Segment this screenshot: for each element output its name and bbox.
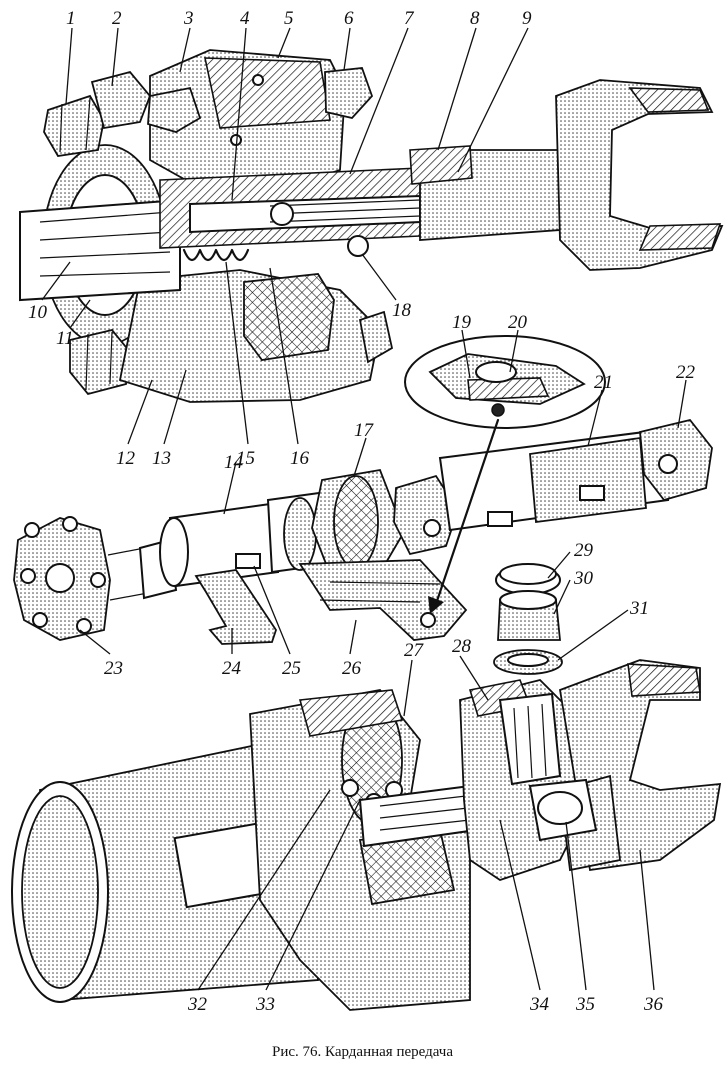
callout-1: 1	[66, 8, 76, 29]
bolt-12	[69, 328, 131, 396]
seal-8	[409, 145, 473, 185]
elastic-coupling	[13, 516, 111, 641]
callout-22: 22	[676, 362, 696, 383]
clamp	[204, 57, 331, 129]
callout-14: 14	[224, 452, 244, 473]
callout-9: 9	[522, 8, 532, 29]
callout-labels: 1 2 3 4 5 6 7 8 9 10 11 12 13 14 15 16 1…	[28, 8, 696, 1015]
callout-29: 29	[574, 540, 594, 561]
bolt-1	[43, 94, 105, 157]
callout-6: 6	[344, 8, 354, 29]
callout-30: 30	[573, 568, 594, 589]
callout-12: 12	[116, 448, 136, 469]
callout-28: 28	[452, 636, 472, 657]
nut-6	[324, 67, 374, 119]
callout-25: 25	[282, 658, 301, 679]
callout-20: 20	[508, 312, 528, 333]
top-assembly	[19, 49, 724, 403]
callout-35: 35	[575, 994, 595, 1015]
callout-32: 32	[187, 994, 208, 1015]
callout-33: 33	[255, 994, 275, 1015]
callout-16: 16	[290, 448, 310, 469]
gear-4	[270, 202, 294, 226]
middle-assembly	[13, 335, 713, 645]
yoke	[555, 79, 724, 271]
callout-7: 7	[404, 8, 415, 29]
callout-26: 26	[342, 658, 362, 679]
nut-2	[90, 70, 152, 130]
detail-arrow	[434, 418, 500, 606]
callout-17: 17	[354, 420, 375, 441]
callout-19: 19	[452, 312, 472, 333]
splined-shaft	[19, 198, 181, 302]
callout-5: 5	[284, 8, 294, 29]
callout-34: 34	[529, 994, 550, 1015]
callout-15: 15	[236, 448, 255, 469]
bracket-24	[194, 569, 277, 645]
leader-lines	[41, 27, 687, 991]
figure-caption: Рис. 76. Карданная передача	[272, 1044, 453, 1060]
callout-4: 4	[240, 8, 250, 29]
callout-21: 21	[594, 372, 613, 393]
rubber-block	[243, 273, 335, 361]
callout-31: 31	[629, 598, 649, 619]
universal-joint	[393, 474, 459, 556]
callout-24: 24	[222, 658, 242, 679]
cardan-drive-illustration: 1 2 3 4 5 6 7 8 9 10 11 12 13 14 15 16 1…	[11, 8, 724, 1015]
callout-13: 13	[152, 448, 171, 469]
callout-18: 18	[392, 300, 412, 321]
grease-nipple	[347, 235, 369, 257]
bottom-assembly	[11, 563, 722, 1011]
spring	[182, 248, 250, 262]
callout-36: 36	[643, 994, 664, 1015]
callout-27: 27	[404, 640, 425, 661]
callout-3: 3	[183, 8, 194, 29]
balance-plate-25	[235, 553, 261, 569]
callout-2: 2	[112, 8, 122, 29]
callout-10: 10	[28, 302, 48, 323]
callout-11: 11	[56, 328, 74, 349]
callout-23: 23	[104, 658, 123, 679]
callout-8: 8	[470, 8, 480, 29]
